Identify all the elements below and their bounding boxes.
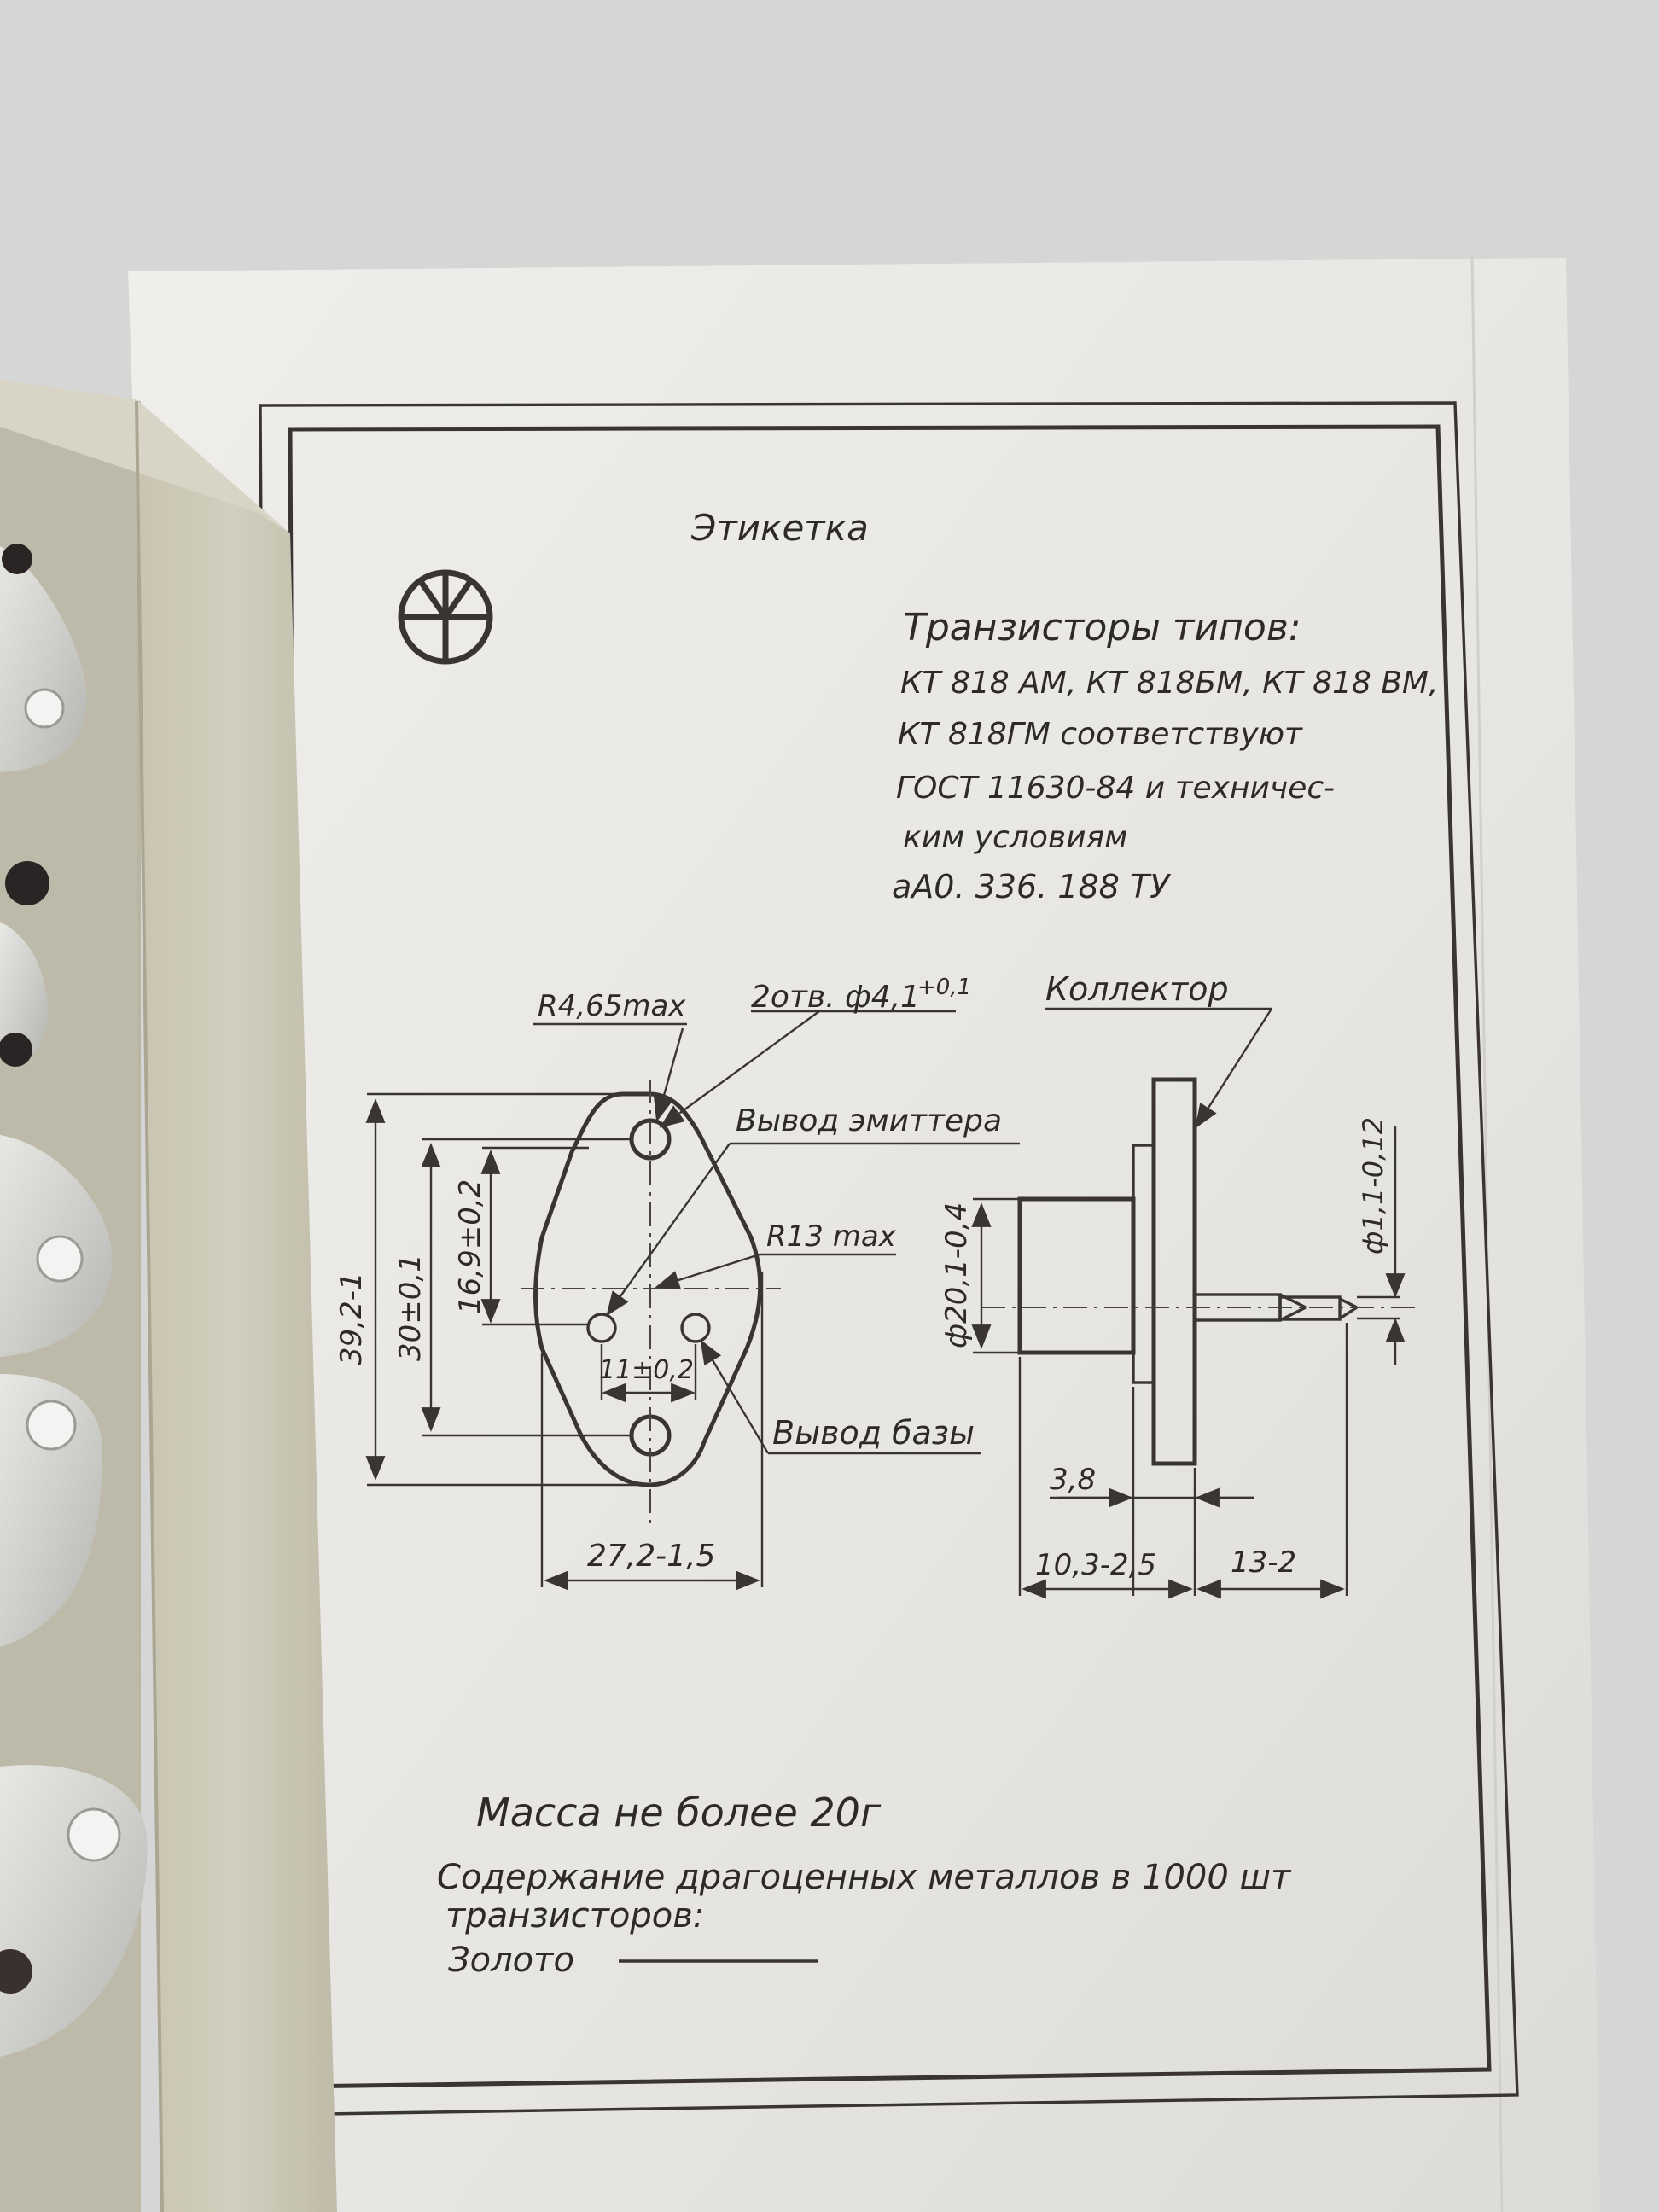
dim-lead-length: 13-2 (1231, 1545, 1296, 1580)
dim-flange: 3,8 (1050, 1463, 1096, 1497)
dim-depth: 10,3-2,5 (1035, 1548, 1156, 1582)
dim-width: 27,2-1,5 (587, 1539, 715, 1574)
type-text-block: Транзисторы типов: КТ 818 АМ, КТ 818БМ, … (892, 606, 1438, 905)
dim-body-height: 16,9±0,2 (453, 1179, 487, 1314)
type-line-6: аА0. 336. 188 ТУ (892, 868, 1172, 905)
type-line-2: КТ 818 АМ, КТ 818БМ, КТ 818 ВМ, (900, 666, 1438, 701)
side-view-drawing (971, 1007, 1417, 1599)
dim-pin-spacing: 11±0,2 (599, 1355, 694, 1385)
dim-lead-diameter: ф1,1-0,12 (1357, 1117, 1389, 1254)
front-view-drawing (365, 1010, 1020, 1591)
callout-radius-large: R13 max (766, 1220, 897, 1254)
type-line-1: Транзисторы типов: (903, 606, 1301, 649)
drawing-callouts: R4,65max 2отв. ф4,1 +0,1 Коллектор Вывод… (538, 970, 1229, 1452)
mass-line: Масса не более 20г (476, 1790, 882, 1836)
pin-emitter (586, 1313, 617, 1343)
quality-mark-icon (398, 569, 493, 665)
footer-text-block: Масса не более 20г Содержание драгоценны… (437, 1790, 1292, 1980)
callout-holes: 2отв. ф4,1 (751, 980, 920, 1015)
dim-hole-pitch: 30±0,1 (393, 1254, 428, 1361)
callout-radius-small: R4,65max (538, 989, 686, 1023)
dim-diameter: ф20,1-0,4 (940, 1202, 974, 1348)
cardboard-box (0, 380, 337, 2212)
label-heading: Этикетка (690, 507, 869, 549)
drawing-dimensions: 39,2-1 30±0,1 16,9±0,2 11±0,2 27,2-1,5 ф… (335, 1117, 1389, 1582)
type-line-4: ГОСТ 11630-84 и техничес- (896, 771, 1335, 806)
gold-line: Золото (448, 1941, 574, 1980)
paper-sheet (128, 258, 1600, 2212)
can-body (1017, 1196, 1136, 1355)
type-line-3: КТ 818ГМ соответствуют (898, 717, 1303, 752)
dim-height-total: 39,2-1 (335, 1272, 369, 1365)
metals-line-1: Содержание драгоценных металлов в 1000 ш… (437, 1858, 1292, 1897)
pin-base (680, 1313, 711, 1343)
transistor-parts (0, 544, 148, 2057)
type-line-5: ким условиям (903, 820, 1127, 855)
callout-holes-tolerance: +0,1 (917, 975, 971, 1000)
metals-line-2: транзисторов: (445, 1896, 704, 1936)
callout-emitter: Вывод эмиттера (736, 1103, 1002, 1138)
callout-base: Вывод базы (772, 1414, 975, 1452)
callout-collector: Коллектор (1045, 970, 1229, 1008)
